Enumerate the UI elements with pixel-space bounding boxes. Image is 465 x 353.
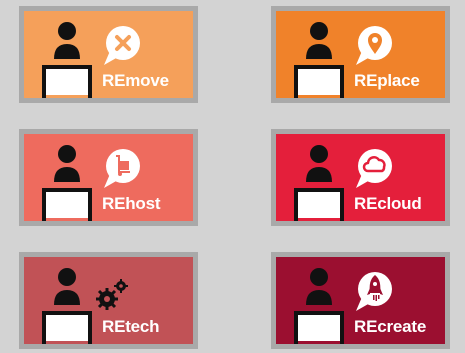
card-recloud[interactable]: REcloud	[271, 129, 450, 226]
card-remove[interactable]: REmove	[19, 6, 198, 103]
cloud-icon	[362, 156, 386, 173]
person-at-desk-icon	[294, 22, 392, 98]
card-label: REcreate	[354, 317, 427, 336]
card-label: REmove	[102, 71, 169, 90]
person-at-desk-icon	[42, 268, 128, 344]
card-label: REcloud	[354, 194, 422, 213]
card-label: REtech	[102, 317, 160, 336]
card-rehost[interactable]: REhost	[19, 129, 198, 226]
person-at-desk-icon	[294, 268, 392, 344]
hand-truck-icon	[116, 155, 130, 176]
card-label: REplace	[354, 71, 420, 90]
rocket-icon	[367, 275, 383, 301]
person-at-desk-icon	[294, 145, 392, 221]
person-at-desk-icon	[42, 22, 140, 98]
card-label: REhost	[102, 194, 161, 213]
location-pin-icon	[368, 33, 382, 54]
speech-bubble	[356, 149, 392, 188]
person-at-desk-icon	[42, 145, 140, 221]
card-retech[interactable]: REtech	[19, 252, 198, 349]
card-recreate[interactable]: REcreate	[271, 252, 450, 349]
gears-icon	[96, 279, 128, 310]
close-x-icon	[115, 35, 131, 51]
card-replace[interactable]: REplace	[271, 6, 450, 103]
